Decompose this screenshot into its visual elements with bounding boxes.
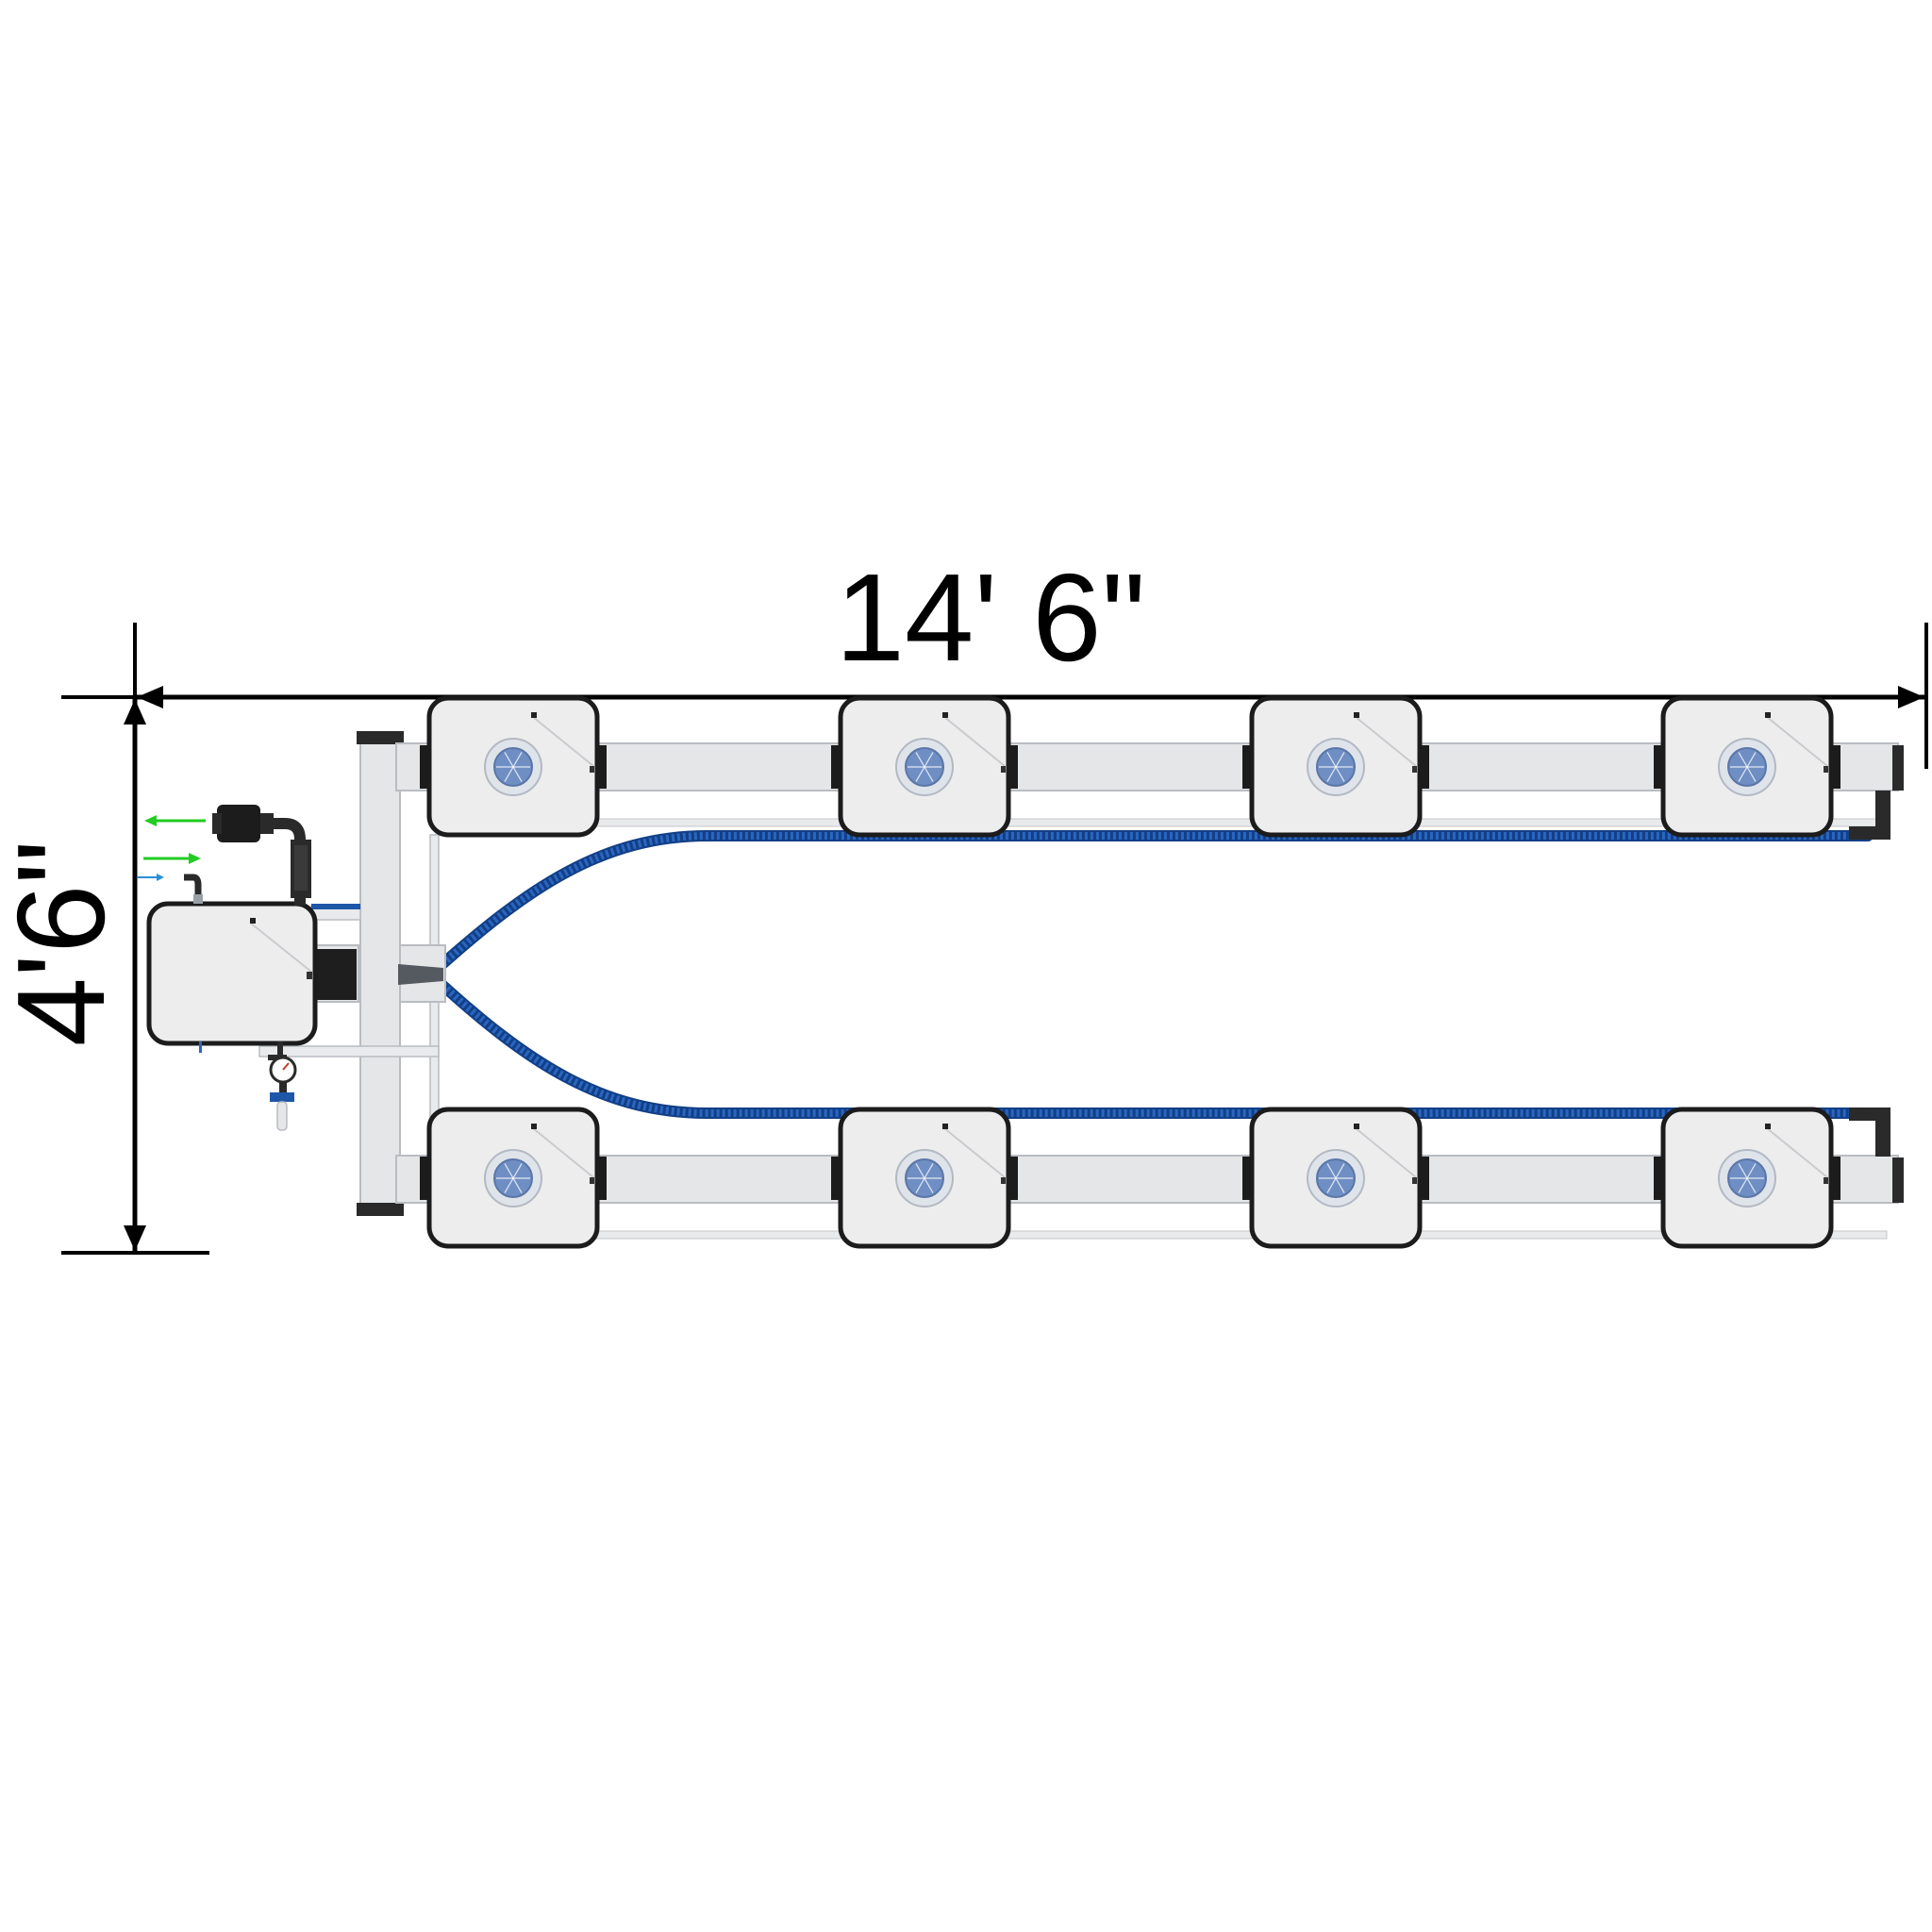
main-manifold bbox=[258, 731, 446, 1218]
net-pot-lid-icon bbox=[484, 1149, 542, 1208]
grow-site-module bbox=[1654, 1107, 1840, 1249]
arrow-right-icon bbox=[143, 853, 201, 864]
top-row-pipe bbox=[395, 742, 1904, 827]
net-pot-lid-icon bbox=[895, 1149, 954, 1208]
net-pot-lid-icon bbox=[484, 738, 542, 796]
valve-icon bbox=[270, 1092, 294, 1131]
pump-icon bbox=[212, 805, 311, 906]
drain-fitting-icon bbox=[184, 874, 203, 904]
blue-return-hose bbox=[428, 830, 1874, 1119]
net-pot-lid-icon bbox=[1307, 738, 1365, 796]
grow-site-module bbox=[1654, 695, 1840, 838]
height-dimension: 4'6" bbox=[0, 695, 209, 1255]
width-label: 14' 6" bbox=[836, 548, 1146, 687]
top-end-elbow bbox=[1849, 791, 1890, 840]
arrow-right-small-icon bbox=[137, 874, 164, 881]
grow-site-module bbox=[831, 1107, 1018, 1249]
bottom-row-pipe bbox=[395, 1155, 1904, 1240]
reservoir-bucket bbox=[146, 901, 359, 1053]
grow-site-module bbox=[420, 1107, 607, 1249]
grow-site-module bbox=[1242, 695, 1429, 838]
grow-sites bbox=[420, 695, 1840, 1249]
net-pot-lid-icon bbox=[1718, 738, 1776, 796]
net-pot-lid-icon bbox=[1307, 1149, 1365, 1208]
net-pot-lid-icon bbox=[895, 738, 954, 796]
grow-site-module bbox=[1242, 1107, 1429, 1249]
pressure-gauge-icon bbox=[268, 1041, 297, 1092]
width-dimension: 14' 6" bbox=[133, 548, 1928, 769]
grow-site-module bbox=[831, 695, 1018, 838]
grow-site-module bbox=[420, 695, 607, 838]
bottom-end-elbow bbox=[1849, 1108, 1890, 1157]
height-label: 4'6" bbox=[0, 841, 130, 1047]
net-pot-lid-icon bbox=[1718, 1149, 1776, 1208]
arrow-left-icon bbox=[144, 815, 206, 826]
